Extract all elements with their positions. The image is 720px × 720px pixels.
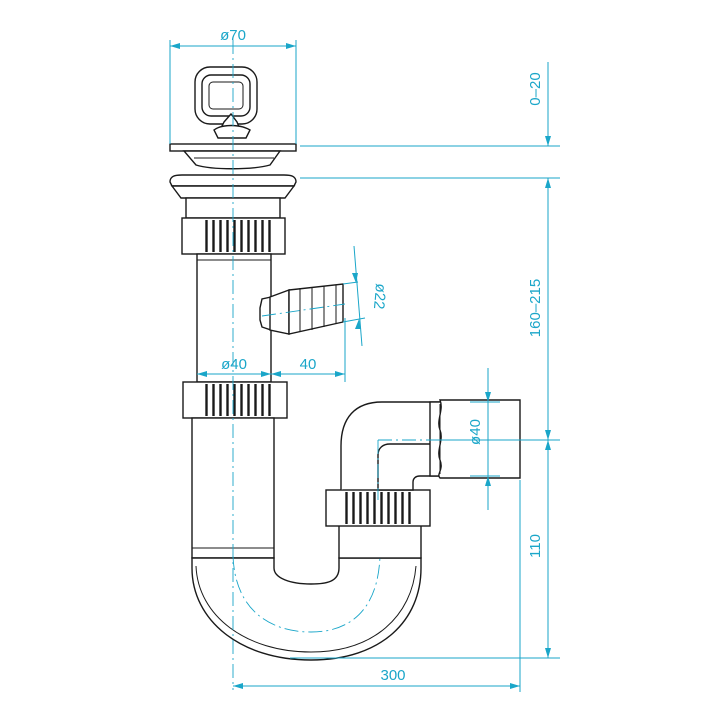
upper-nut: [181, 217, 286, 255]
dimension-lines: [169, 40, 560, 692]
label-pipe-height: 160–215: [527, 279, 544, 337]
side-inlet: [259, 283, 344, 335]
label-overall-width: 300: [380, 667, 405, 684]
strainer-handle: [194, 66, 258, 139]
label-inlet-offset: 40: [300, 356, 317, 373]
label-trap-depth: 110: [527, 534, 544, 558]
label-tube-diameter: ø40: [221, 356, 247, 373]
trap-riser: [325, 489, 431, 559]
label-strainer-diameter: ø70: [220, 27, 246, 44]
label-side-inlet-diameter: ø22: [370, 283, 389, 310]
dimension-labels: ø70 0–20 160–215 ø22 ø40 40 ø40 110 300: [220, 27, 544, 684]
lower-nut: [182, 381, 288, 419]
outlet-pipe: [340, 399, 521, 491]
label-height-adjust: 0–20: [527, 72, 544, 105]
label-outlet-diameter: ø40: [467, 419, 484, 445]
u-trap: [191, 417, 422, 661]
